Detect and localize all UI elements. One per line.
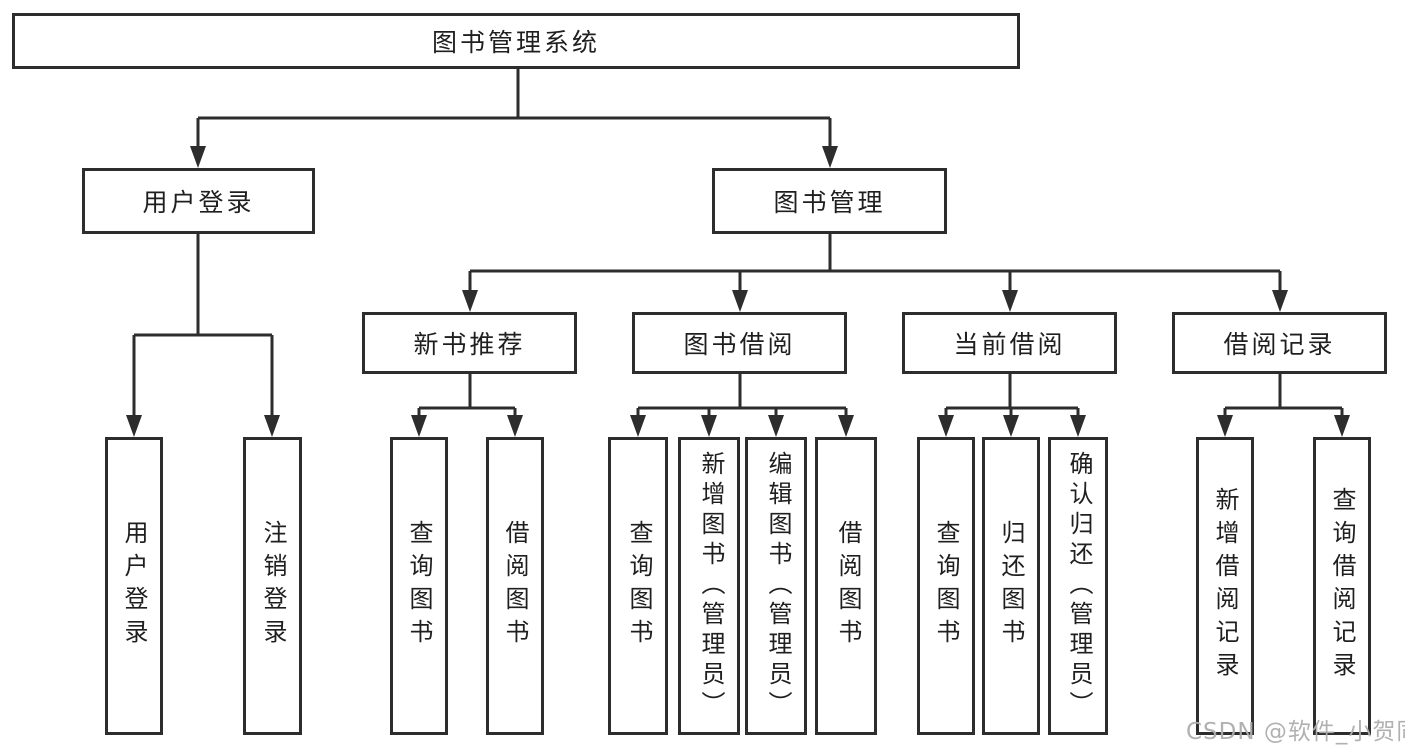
connector-book-borrow-to-leaves [636, 374, 848, 417]
connector-root-to-level2 [196, 69, 832, 148]
leaf-current-confirm-return-admin: 确认归还（管理员） [1048, 437, 1108, 735]
arrowheads-level3 [462, 290, 1288, 312]
arrowheads-leaves [126, 415, 1350, 437]
connector-user-login-to-leaves [132, 234, 274, 417]
leaf-newbooks-query: 查询图书 [390, 437, 448, 735]
leaf-newbooks-borrow: 借阅图书 [486, 437, 544, 735]
node-root: 图书管理系统 [12, 13, 1020, 69]
node-new-book-recommend: 新书推荐 [362, 312, 577, 374]
leaf-borrow-borrow: 借阅图书 [815, 437, 877, 735]
node-book-management: 图书管理 [712, 168, 947, 234]
node-borrow-records: 借阅记录 [1172, 312, 1387, 374]
node-current-borrow: 当前借阅 [902, 312, 1117, 374]
leaf-logout: 注销登录 [243, 437, 302, 735]
connector-book-mgmt-to-level3 [468, 234, 1282, 292]
node-user-login: 用户登录 [82, 168, 315, 234]
leaf-current-return: 归还图书 [982, 437, 1040, 735]
leaf-records-query: 查询借阅记录 [1313, 437, 1371, 735]
leaf-user-login: 用户登录 [105, 437, 163, 735]
leaf-borrow-query: 查询图书 [608, 437, 668, 735]
arrowheads-level2 [190, 146, 838, 168]
leaf-borrow-add-admin: 新增图书（管理员） [678, 437, 740, 735]
node-book-borrow: 图书借阅 [632, 312, 847, 374]
leaf-records-add: 新增借阅记录 [1196, 437, 1254, 735]
connector-borrow-records-to-leaves [1223, 374, 1344, 417]
csdn-watermark: CSDN @软件_小贺同学 [1186, 719, 1405, 745]
leaf-borrow-edit-admin: 编辑图书（管理员） [745, 437, 807, 735]
leaf-current-query: 查询图书 [917, 437, 975, 735]
connector-new-books-to-leaves [417, 374, 517, 417]
connector-current-borrow-to-leaves [944, 374, 1080, 417]
